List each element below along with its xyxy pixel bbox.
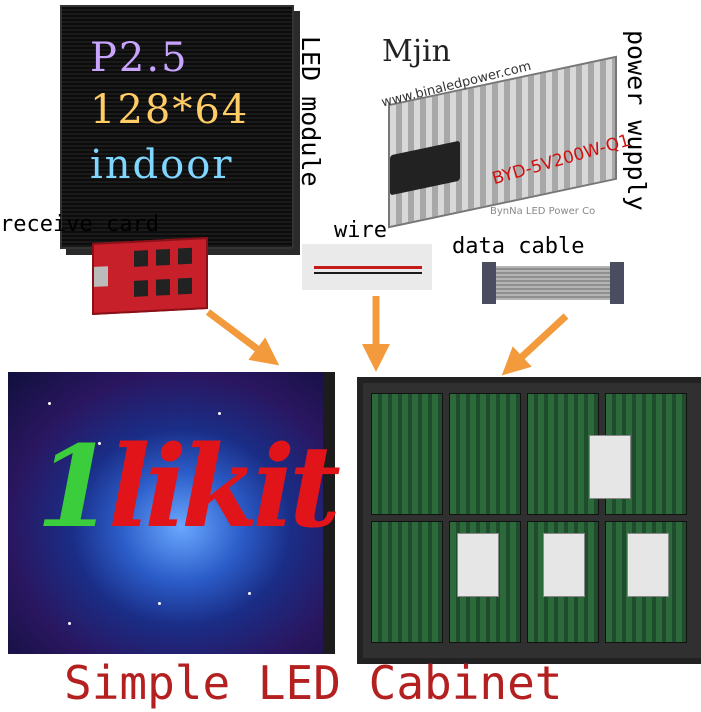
receive-card-label: receive card	[0, 212, 159, 237]
cabinet-power-supply	[589, 435, 631, 499]
cabinet-power-supply	[627, 533, 669, 597]
led-module-tile	[371, 521, 443, 643]
power-supply-brand: Mjin	[382, 34, 451, 69]
data-cable-label: data cable	[452, 234, 585, 259]
star	[48, 402, 51, 405]
star	[248, 592, 251, 595]
cabinet-power-supply	[543, 533, 585, 597]
logo-rest: likit	[107, 422, 341, 553]
led-module-tile	[449, 393, 521, 515]
star	[158, 602, 161, 605]
cabinet-back-image	[357, 377, 701, 664]
led-module-label: LED module	[296, 36, 325, 187]
power-supply-label: power wupply	[622, 30, 651, 211]
data-cable-image	[482, 262, 624, 304]
led-type-text: indoor	[90, 142, 234, 188]
logo-first-letter: 1	[36, 422, 114, 553]
led-resolution-text: 128*64	[90, 87, 250, 133]
wire-red-strand	[314, 266, 422, 269]
cabinet-power-supply	[457, 533, 499, 597]
star	[68, 622, 71, 625]
cable-connector-left	[482, 262, 496, 304]
wire-label: wire	[334, 218, 387, 243]
led-module-image: P2.5 128*64 indoor	[60, 5, 294, 249]
power-supply-fineprint: BynNa LED Power Co	[490, 206, 596, 217]
arrow-receive-card	[205, 309, 280, 366]
wire-black-strand	[314, 272, 422, 274]
led-pitch-text: P2.5	[90, 35, 189, 81]
likit-logo: 1likit	[36, 432, 341, 544]
star	[218, 412, 221, 415]
cable-connector-right	[610, 262, 624, 304]
star	[98, 442, 101, 445]
star	[268, 482, 271, 485]
led-module-tile	[371, 393, 443, 515]
cabinet-front-image	[8, 372, 335, 654]
caption: Simple LED Cabinet	[64, 656, 563, 710]
arrow-data-cable	[501, 313, 569, 376]
